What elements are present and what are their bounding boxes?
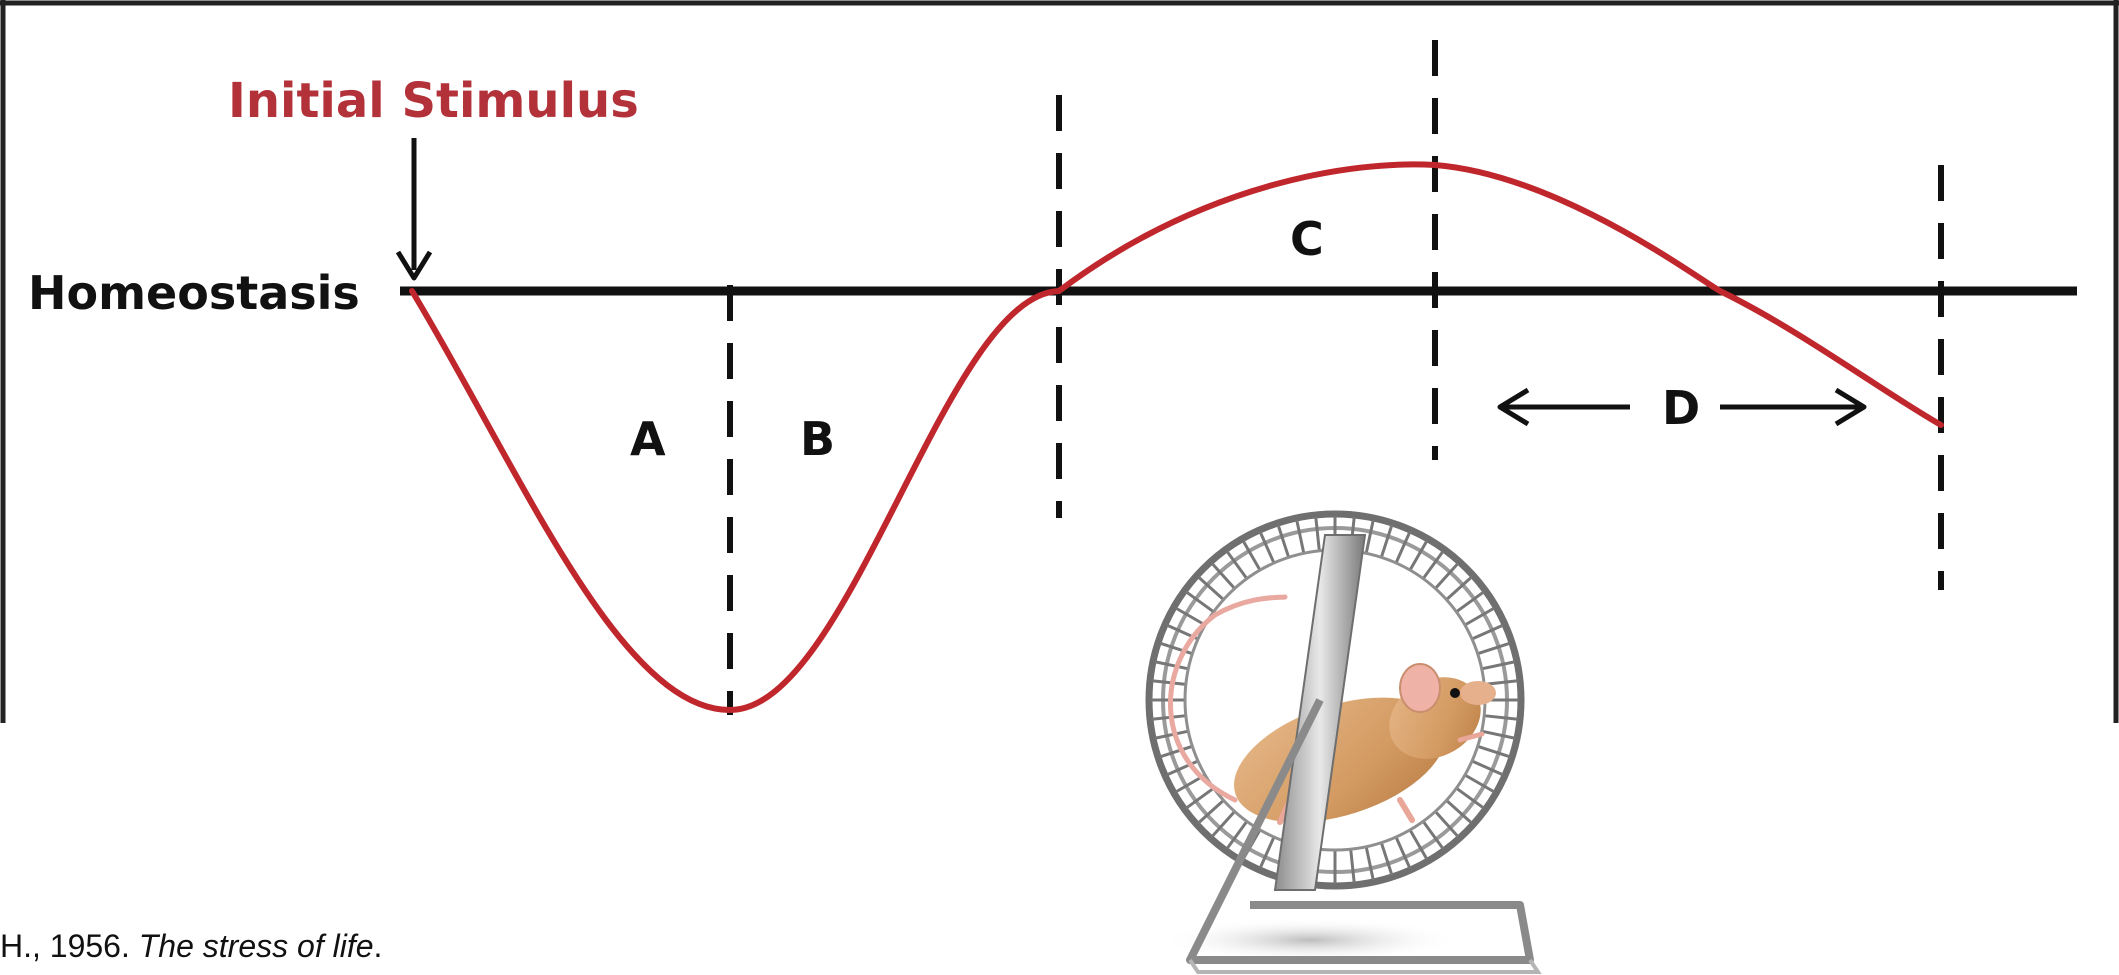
citation-author-year: H., 1956. [0, 928, 130, 964]
phase-dividers [727, 40, 1944, 715]
wheel-rung [1185, 786, 1215, 810]
wheel-rung [1314, 516, 1321, 551]
wheel-rung [1197, 799, 1225, 825]
wheel-rung [1394, 531, 1412, 564]
phase-d-span [1497, 387, 1867, 427]
wheel-rung [1477, 641, 1511, 656]
wheel-rung [1471, 623, 1504, 641]
wheel-rung [1408, 539, 1429, 571]
wheel-rung [1421, 820, 1445, 850]
mouse-wheel-illustration [1145, 510, 1542, 974]
wheel-rung [1481, 660, 1516, 671]
wheel-rung [1477, 744, 1511, 759]
wheel-rung [1364, 519, 1375, 554]
wheel-rung [1154, 729, 1189, 740]
wheel-rung [1434, 810, 1460, 838]
wheel-rung [1151, 679, 1186, 686]
wheel-rung [1455, 786, 1485, 810]
wheel-rung [1484, 714, 1519, 721]
wheel-rung [1258, 531, 1276, 564]
phase-label-d: D [1662, 381, 1700, 435]
wheel-rung [1394, 836, 1412, 869]
wheel-rung [1197, 575, 1225, 601]
wheel-rung [1421, 550, 1445, 580]
wheel-rung [1471, 759, 1504, 777]
wheel-rung [1225, 820, 1249, 850]
homeostasis-label: Homeostasis [28, 266, 360, 320]
wheel-rung [1241, 539, 1262, 571]
wheel-rung [1455, 590, 1485, 614]
wheel-rung [1445, 799, 1473, 825]
wheel-rung [1185, 590, 1215, 614]
citation-title: The stress of life [138, 928, 374, 964]
wheel-rung [1276, 524, 1291, 558]
wheel-rung [1295, 519, 1306, 554]
citation-end: . [373, 928, 383, 964]
wheel-rung [1445, 575, 1473, 601]
wheel-rung [1434, 562, 1460, 590]
phase-label-a: A [630, 412, 666, 466]
figure-frame [0, 0, 2119, 723]
wheel-rung [1484, 679, 1519, 686]
wheel-rung [1379, 842, 1394, 876]
initial-stimulus-label: Initial Stimulus [228, 73, 639, 129]
wheel-rung [1464, 773, 1496, 794]
wheel-rung [1349, 849, 1356, 884]
phase-label-c: C [1290, 212, 1324, 266]
wheel-rung [1225, 550, 1249, 580]
phase-label-b: B [800, 412, 835, 466]
wheel-rung [1159, 744, 1193, 759]
wheel-rung [1174, 606, 1206, 627]
wheel-rung [1154, 660, 1189, 671]
stimulus-arrow [395, 138, 433, 281]
wheel-rung [1408, 829, 1429, 861]
wheel-rung [1379, 524, 1394, 558]
wheel-rung [1364, 846, 1375, 881]
wheel-rung [1464, 606, 1496, 627]
citation: H., 1956. The stress of life. [0, 928, 382, 965]
wheel-rung [1166, 759, 1199, 777]
stress-response-curve [409, 161, 1944, 714]
wheel-rung [1210, 562, 1236, 590]
wheel-rung [1258, 836, 1276, 869]
wheel-rung [1481, 729, 1516, 740]
wheel-rung [1159, 641, 1193, 656]
wheel-rung [1210, 810, 1236, 838]
